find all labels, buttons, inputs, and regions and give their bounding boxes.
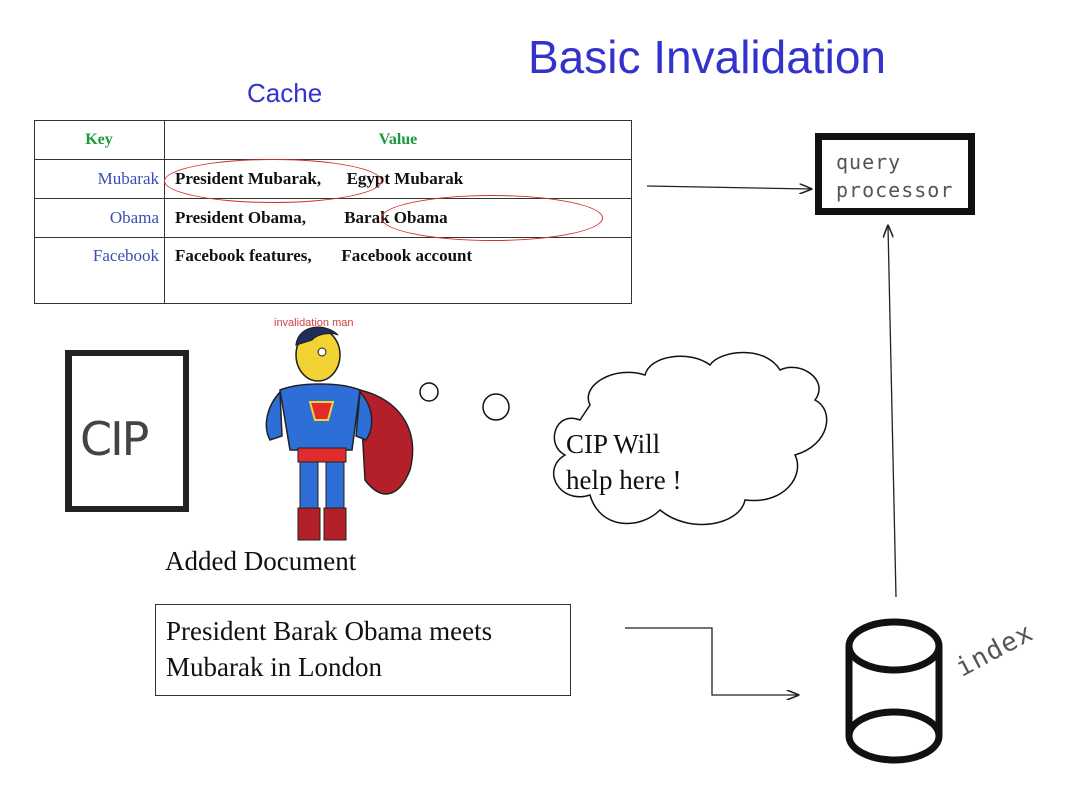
document-to-index-arrow <box>625 627 798 695</box>
index-to-query-arrow <box>888 226 897 598</box>
barak-obama-highlight-ellipse <box>381 195 603 241</box>
added-document-label: Added Document <box>165 546 357 576</box>
superhero-illustration <box>265 326 414 541</box>
document-box: President Barak Obama meets Mubarak in L… <box>155 604 571 696</box>
invalidation-man-label: invalidation man <box>274 317 354 329</box>
query-processor-line2: processor <box>836 178 954 202</box>
query-processor-box: query processor <box>815 133 975 215</box>
key-cell: Facebook <box>92 246 159 265</box>
value-cell: Facebook features, Facebook account <box>164 237 631 303</box>
cip-box <box>65 350 189 512</box>
table-header-row: Key Value <box>35 121 631 160</box>
key-cell: Mubarak <box>97 168 159 188</box>
index-database-cylinder <box>845 618 943 764</box>
key-header: Key <box>85 131 113 148</box>
thought-line2: help here ! <box>566 465 682 495</box>
thought-bubble <box>419 351 828 526</box>
cache-to-query-arrow <box>646 186 811 189</box>
value-header: Value <box>164 121 631 159</box>
query-processor-line1: query <box>836 150 902 174</box>
cip-label: CIP <box>80 412 149 466</box>
thought-text: CIP Will help here ! <box>566 426 681 498</box>
mubarak-highlight-ellipse <box>164 159 382 203</box>
key-cell: Obama <box>109 207 159 227</box>
cache-label: Cache <box>247 78 323 108</box>
thought-line1: CIP Will <box>566 429 661 459</box>
document-line2: Mubarak in London <box>166 652 382 682</box>
slide-title: Basic Invalidation <box>528 31 886 83</box>
document-line1: President Barak Obama meets <box>166 616 493 646</box>
table-row: Facebook Facebook features, Facebook acc… <box>35 237 631 303</box>
